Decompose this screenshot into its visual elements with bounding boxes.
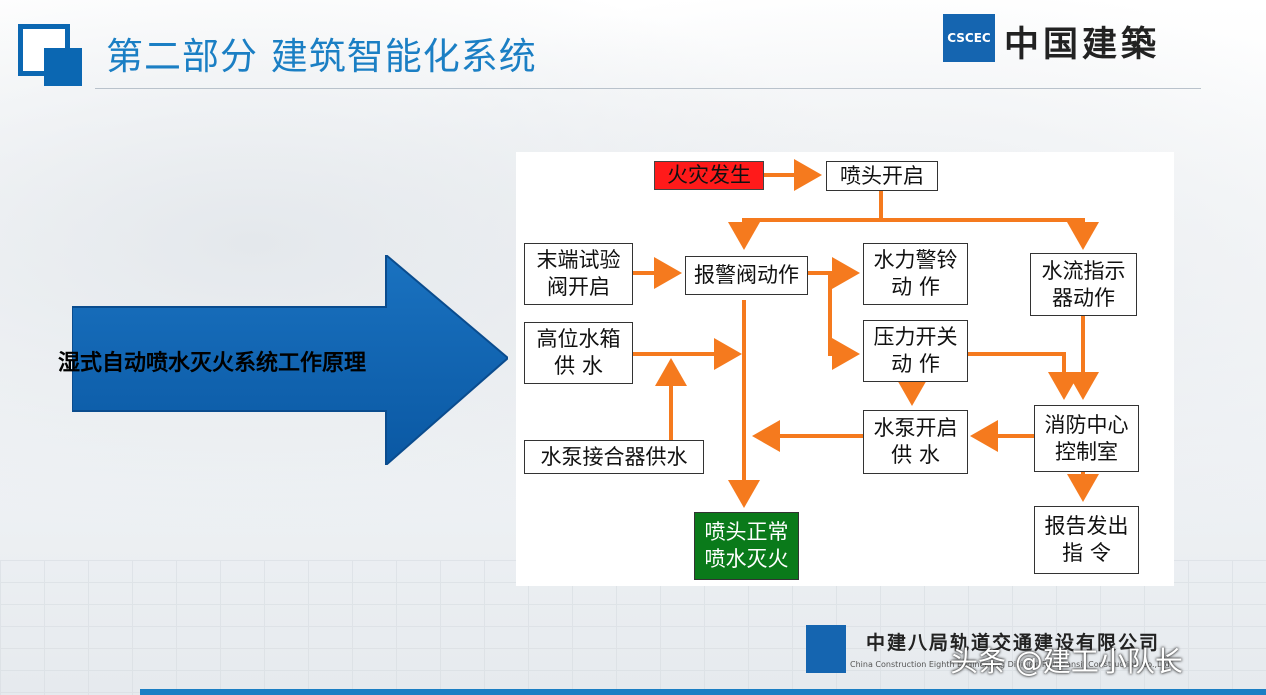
node-pressure-switch: 压力开关 动 作 bbox=[863, 320, 968, 382]
node-control-room: 消防中心 控制室 bbox=[1034, 405, 1139, 472]
link-head-split bbox=[728, 191, 883, 250]
link-head-to-flow bbox=[881, 218, 1099, 250]
node-alarm-valve: 报警阀动作 bbox=[685, 256, 808, 295]
cscec-logo-icon: CSCEC bbox=[943, 14, 995, 62]
slide-title: 第二部分 建筑智能化系统 bbox=[106, 35, 537, 78]
link-pressure-to-control bbox=[968, 352, 1080, 400]
diagram-caption: 湿式自动喷水灭火系统工作原理 bbox=[58, 351, 367, 376]
link-alarm-to-pressure bbox=[828, 273, 860, 370]
node-water-bell: 水力警铃 动 作 bbox=[863, 243, 968, 305]
node-report: 报告发出 指 令 bbox=[1034, 506, 1139, 574]
node-test-valve: 末端试验 阀开启 bbox=[524, 243, 633, 305]
bottom-bar bbox=[140, 689, 1266, 695]
brand-name: 中国建築 bbox=[1004, 24, 1161, 65]
node-fire: 火灾发生 bbox=[654, 161, 764, 190]
node-water-tank: 高位水箱 供 水 bbox=[524, 322, 633, 384]
title-divider bbox=[95, 88, 1201, 89]
footer-logo-icon bbox=[806, 625, 846, 673]
watermark: 头条 @建工小队长 bbox=[950, 645, 1183, 678]
node-pump-start: 水泵开启 供 水 bbox=[863, 410, 968, 474]
big-arrow-shape bbox=[72, 255, 508, 465]
footer-company: 中建八局轨道交通建设有限公司 bbox=[866, 632, 1161, 654]
node-sprinkle: 喷头正常 喷水灭火 bbox=[694, 512, 799, 580]
node-pump-adapter: 水泵接合器供水 bbox=[524, 440, 704, 474]
slide-corner-logo bbox=[18, 24, 82, 86]
footer-company-en: China Construction Eighth Engineering Di… bbox=[850, 660, 1170, 669]
node-flow-indicator: 水流指示 器动作 bbox=[1030, 253, 1137, 316]
node-head-open: 喷头开启 bbox=[826, 161, 938, 191]
